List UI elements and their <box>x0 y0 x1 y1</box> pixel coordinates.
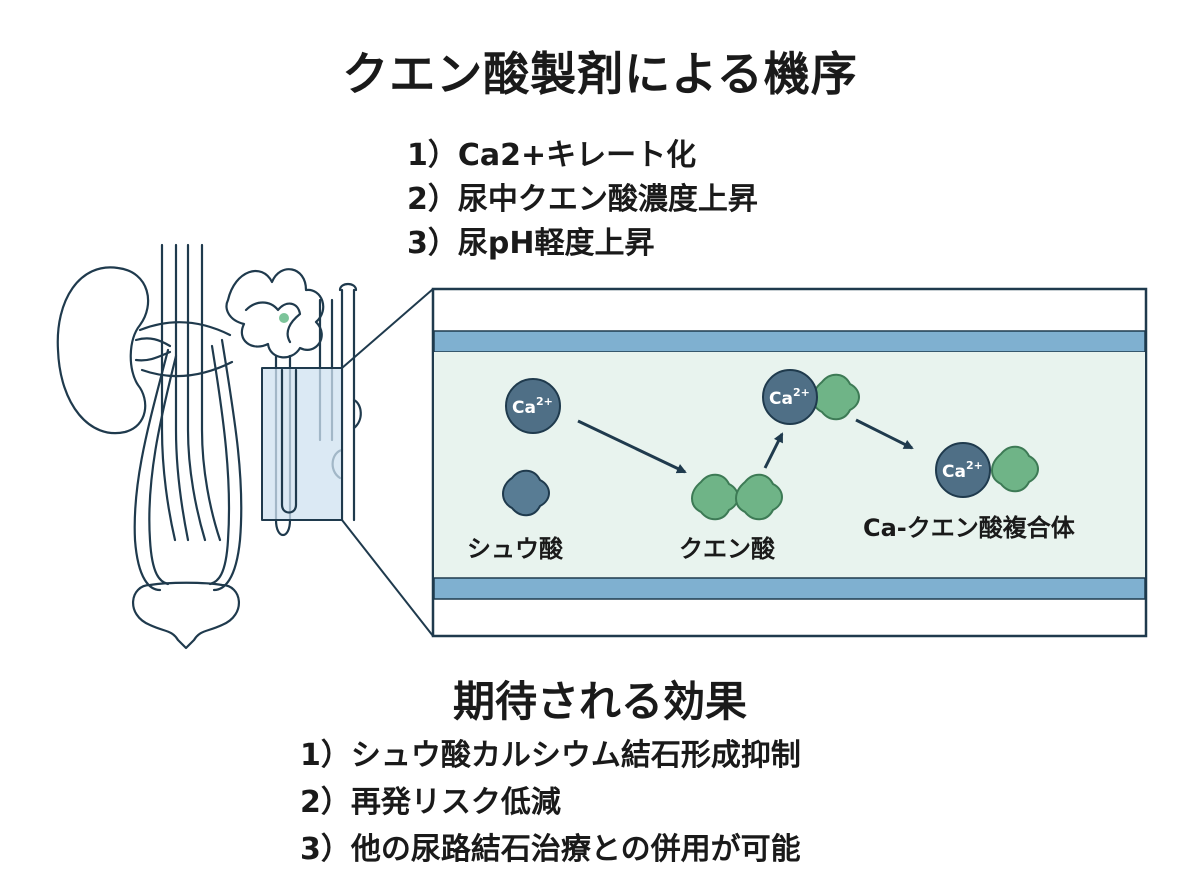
svg-text:Ca2+: Ca2+ <box>942 459 983 482</box>
citrate-label: クエン酸 <box>679 535 776 563</box>
calcium-label: Ca <box>512 398 536 418</box>
zoom-line-bottom <box>341 519 434 637</box>
mechanism-item: 3）尿pH軽度上昇 <box>407 226 655 261</box>
page-title: クエン酸製剤による機序 <box>342 47 858 101</box>
calcium-citrate-binding: Ca2+ <box>762 369 860 425</box>
nephron-icon <box>225 268 325 359</box>
svg-text:Ca2+: Ca2+ <box>769 386 810 409</box>
mechanism-list: 1）Ca2+キレート化 2）尿中クエン酸濃度上昇 3）尿pH軽度上昇 <box>407 134 758 266</box>
kidney-icon <box>56 266 150 435</box>
vena-cava-inner <box>200 243 222 542</box>
effect-item: 2）再発リスク低減 <box>300 785 561 820</box>
aorta-inner <box>174 243 190 542</box>
ureter-right-inner <box>208 344 231 586</box>
aorta <box>160 243 177 542</box>
arrow-calcium-to-citrate <box>577 419 687 474</box>
citrate-molecule-2 <box>735 473 783 521</box>
effect-item: 1）シュウ酸カルシウム結石形成抑制 <box>300 738 801 773</box>
tubule-wall-bottom <box>433 577 1146 600</box>
calcium-label-complex: Ca <box>942 462 966 482</box>
calcium-citrate-complex: Ca2+ <box>935 442 1039 498</box>
tubule-wall-top <box>433 330 1146 353</box>
renal-vessel <box>138 321 234 378</box>
oxalate-molecule <box>502 469 550 517</box>
tubule-panel <box>431 287 1148 638</box>
ureter-left-inner <box>148 354 178 586</box>
arrow-citrate-to-binding <box>763 432 784 469</box>
mechanism-item: 2）尿中クエン酸濃度上昇 <box>407 182 758 217</box>
arrow-binding-to-complex <box>855 418 914 450</box>
effect-item: 3）他の尿路結石治療との併用が可能 <box>300 832 801 867</box>
ureter-right <box>212 338 243 592</box>
complex-label: Ca-クエン酸複合体 <box>863 514 1076 542</box>
citrate-molecule-1 <box>691 473 739 521</box>
calcium-charge: 2+ <box>536 395 553 408</box>
svg-text:Ca2+: Ca2+ <box>512 395 553 418</box>
calcium-charge-complex: 2+ <box>966 459 983 472</box>
urinary-system-illustration <box>56 243 362 650</box>
calcium-label-binding: Ca <box>769 389 793 409</box>
effects-title: 期待される効果 <box>452 677 747 726</box>
calcium-ion-free: Ca2+ <box>505 378 561 434</box>
zoom-line-top <box>341 288 434 369</box>
bladder-icon <box>132 581 240 650</box>
glomerulus-highlight <box>279 313 289 323</box>
nephron-tubule <box>244 301 302 344</box>
tubule-in-box <box>280 368 298 514</box>
zoom-box <box>261 367 343 521</box>
oxalate-label: シュウ酸 <box>467 535 564 563</box>
effects-list: 1）シュウ酸カルシウム結石形成抑制 2）再発リスク低減 3）他の尿路結石治療との… <box>300 732 801 873</box>
renal-pelvis <box>134 337 172 362</box>
mechanism-item: 1）Ca2+キレート化 <box>407 138 697 173</box>
calcium-charge-binding: 2+ <box>793 386 810 399</box>
vena-cava <box>186 243 207 542</box>
